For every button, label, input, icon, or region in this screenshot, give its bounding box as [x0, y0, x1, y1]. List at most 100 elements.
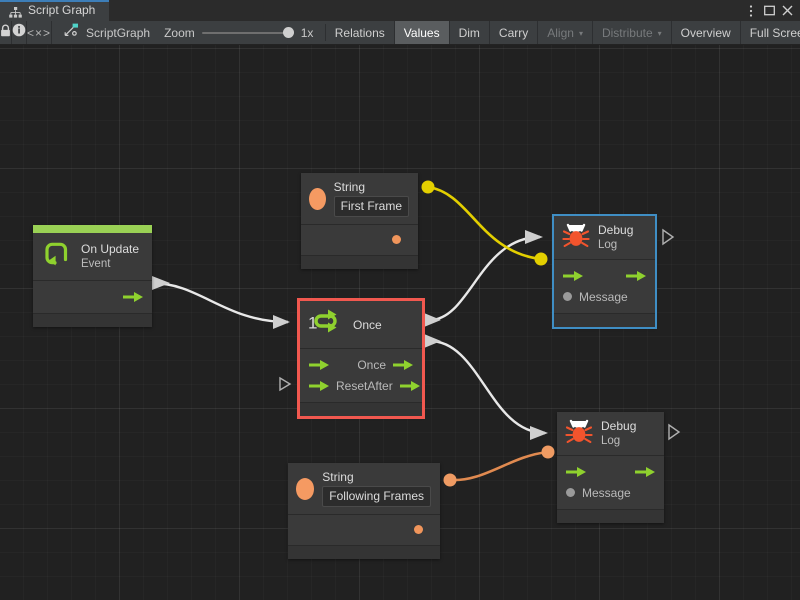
flow-out-arrow-icon [393, 359, 413, 370]
port-message-label: Message [579, 289, 628, 304]
node-string-first-frame[interactable]: String First Frame [301, 173, 418, 269]
flow-in-arrow-icon [309, 359, 329, 370]
port-flow-out[interactable] [635, 466, 655, 478]
wire-on-update-to-once [151, 281, 289, 324]
port-flow-in[interactable] [309, 359, 329, 371]
node-header: On Update Event [33, 233, 152, 281]
chevron-down-icon: ▾ [578, 28, 583, 38]
wire-first-frame-to-message [427, 185, 541, 261]
toolbar-button-full-screen[interactable]: Full Screen [749, 25, 800, 40]
string-value-input[interactable]: Following Frames [322, 486, 431, 507]
node-body [288, 515, 440, 546]
tab-label: Script Graph [28, 3, 96, 17]
node-on-update[interactable]: On Update Event [33, 225, 152, 327]
wire-arrow-into-debug-top [525, 230, 543, 244]
port-row-flow [554, 265, 655, 286]
node-debug-log-top[interactable]: Debug Log [552, 214, 657, 329]
port-debug-bottom-flow-out-triangle[interactable] [667, 423, 681, 441]
lock-icon [0, 24, 11, 42]
wire-arrow-after-out [424, 334, 441, 348]
node-body: Once Reset [300, 349, 422, 403]
port-message-label: Message [582, 485, 631, 500]
port-reset-connector-triangle[interactable] [278, 376, 292, 392]
zoom-control: Zoom 1x [160, 21, 325, 44]
port-once-out[interactable]: Once [357, 358, 413, 372]
zoom-label: Zoom [164, 25, 195, 40]
wire-once-to-debug-top [429, 235, 541, 322]
toolbar-divider [324, 24, 326, 41]
value-in-dot [563, 292, 572, 301]
node-once[interactable]: 1 Once On [297, 298, 425, 419]
node-title: On Update [81, 242, 140, 256]
node-title-group: String First Frame [333, 180, 409, 217]
value-out-dot[interactable] [414, 525, 423, 534]
toolbar-button-carry[interactable]: Carry [490, 21, 539, 44]
port-row-flow [557, 461, 664, 482]
close-icon[interactable] [778, 0, 796, 21]
node-subtitle: Log [601, 435, 621, 447]
node-footer [557, 510, 664, 523]
zoom-slider[interactable] [201, 26, 294, 40]
node-string-following-frames[interactable]: String Following Frames [288, 463, 440, 559]
toolbar-button-overview[interactable]: Overview [672, 21, 741, 44]
node-header: Debug Log [554, 216, 655, 260]
port-after-out[interactable]: After [367, 379, 420, 393]
port-reset-in[interactable]: Reset [309, 379, 367, 393]
node-footer [554, 314, 655, 327]
tab-script-graph[interactable]: Script Graph [0, 0, 110, 21]
value-out-dot[interactable] [392, 235, 401, 244]
breadcrumb[interactable]: ScriptGraph [52, 21, 160, 44]
port-message-in[interactable]: Message [566, 486, 631, 500]
flow-in-arrow-icon [563, 270, 583, 281]
info-icon [12, 23, 26, 42]
node-body: Message [554, 260, 655, 314]
code-view-button[interactable]: <×> [27, 21, 53, 44]
port-message-in[interactable]: Message [563, 290, 628, 304]
wire-arrow-into-debug-bottom [530, 426, 548, 440]
bug-icon [562, 222, 590, 253]
port-once-out-label: Once [357, 357, 386, 372]
node-body: Message [557, 456, 664, 510]
string-value-input[interactable]: First Frame [333, 196, 409, 217]
wire-dot-first-frame-source [421, 180, 435, 194]
window-titlebar: Script Graph [0, 0, 800, 21]
bug-icon [565, 418, 593, 449]
node-subtitle: Log [598, 239, 618, 251]
titlebar-spacer [109, 0, 742, 21]
node-title-group: String Following Frames [322, 470, 431, 507]
maximize-icon[interactable] [760, 0, 778, 21]
window-controls [742, 0, 800, 21]
zoom-slider-knob[interactable] [282, 27, 294, 38]
node-header: String First Frame [301, 173, 418, 225]
node-title-group: On Update Event [81, 242, 139, 271]
kebab-menu-icon[interactable] [742, 0, 760, 21]
flow-in-arrow-icon [566, 466, 586, 477]
port-flow-out[interactable] [123, 291, 143, 303]
port-flow-out[interactable] [626, 270, 646, 282]
toolbar-button-dim[interactable]: Dim [450, 21, 490, 44]
string-value-icon [309, 187, 326, 210]
port-row-message: Message [554, 286, 655, 307]
wire-arrow-into-once [273, 315, 290, 329]
node-footer [300, 403, 422, 416]
toolbar-button-values[interactable]: Values [394, 21, 450, 44]
wire-arrow-on-update [152, 276, 170, 290]
lock-button[interactable] [0, 21, 12, 44]
node-header: String Following Frames [288, 463, 440, 515]
toolbar-button-relations[interactable]: Relations [326, 21, 395, 44]
graph-toolbar: <×> ScriptGraph Zoom 1x Relations Val [0, 21, 800, 45]
graph-canvas[interactable]: On Update Event [0, 45, 800, 600]
node-footer [288, 546, 440, 559]
port-flow-in[interactable] [563, 270, 583, 282]
toolbar-button-align[interactable]: Align ▾ [538, 21, 593, 44]
toolbar-button-distribute[interactable]: Distribute ▾ [593, 21, 672, 44]
port-reset-label: Reset [336, 378, 368, 393]
info-button[interactable] [12, 21, 27, 44]
node-body [33, 281, 152, 314]
port-flow-in[interactable] [566, 466, 586, 478]
node-title: String [333, 180, 366, 194]
toolbar-button-distribute-label: Distribute [601, 25, 653, 40]
node-debug-log-bottom[interactable]: Debug Log [557, 412, 664, 523]
port-debug-top-flow-out-triangle[interactable] [661, 228, 675, 246]
